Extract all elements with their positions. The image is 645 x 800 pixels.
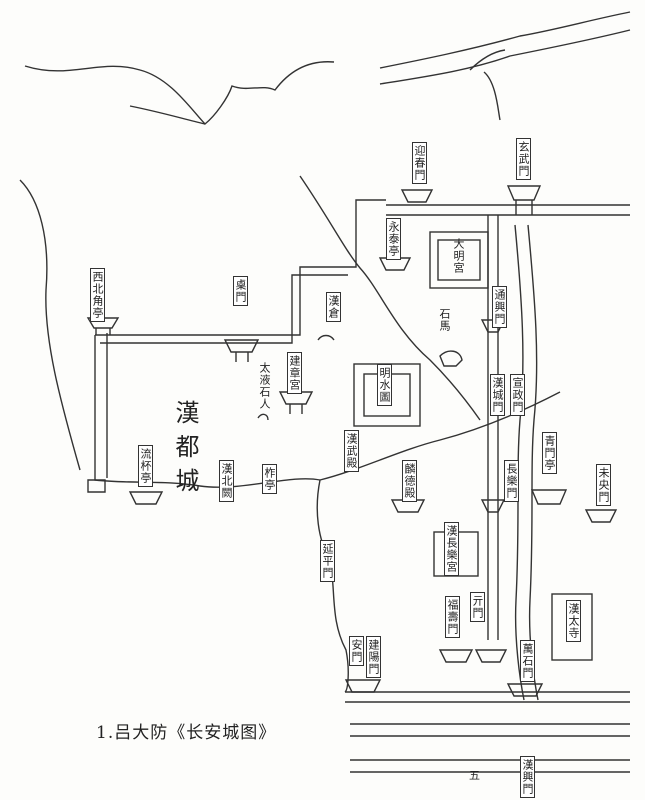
label-chang-le-men: 長樂門 xyxy=(504,460,519,502)
label-fu-shou-men: 福壽門 xyxy=(445,596,460,638)
da-ming-palace-inner xyxy=(437,239,481,281)
river-southwest xyxy=(316,479,349,693)
label-han-chang: 漢倉 xyxy=(326,292,341,322)
label-xuan-wu-men: 玄武門 xyxy=(516,138,531,180)
label-taiyi-shiren: 太液石人 xyxy=(258,362,271,410)
han-gate-block xyxy=(87,479,106,493)
horse-figure xyxy=(439,350,463,367)
label-tong-xing-men: 通興門 xyxy=(492,286,507,328)
label-han-cheng-men: 漢城門 xyxy=(490,374,505,416)
label-liu-cheng-ting: 流杯亭 xyxy=(138,445,153,487)
label-jian-zhang-gong: 建章宮 xyxy=(287,352,302,394)
label-qi-men: 亓門 xyxy=(470,592,485,622)
label-han-du-cheng: 漢都城 xyxy=(171,400,199,502)
da-ming-palace-outer xyxy=(429,231,489,289)
river-north-west xyxy=(24,61,335,125)
river-north-east xyxy=(379,11,631,69)
label-han-xing-men: 漢興門 xyxy=(520,756,535,798)
label-wei-yang-men: 未央門 xyxy=(596,464,611,506)
road-north xyxy=(483,71,501,121)
han-tai-si-outer xyxy=(551,593,593,661)
shrine-small xyxy=(317,334,335,341)
label-an-men: 安門 xyxy=(349,636,364,666)
label-yong-men: 㮚門 xyxy=(233,276,248,306)
han-city-wall xyxy=(94,335,321,488)
label-jian-yang-men: 建陽門 xyxy=(366,636,381,678)
label-ming-shui-tu: 明水圖 xyxy=(377,364,392,406)
river-north-west-bank xyxy=(129,105,206,125)
han-west-edge xyxy=(19,179,81,471)
label-wan-shi-men: 萬石門 xyxy=(520,640,535,682)
river-north-east-bank xyxy=(379,29,631,85)
label-han-chang-le-gong: 漢長樂宮 xyxy=(444,522,459,576)
label-xuan-zheng-men: 宣政門 xyxy=(510,374,525,416)
label-xibei-jiao-ting: 西北角亭 xyxy=(90,268,105,322)
label-qing-men-ting: 青門亭 xyxy=(542,432,557,474)
label-tai-ting: 柞亭 xyxy=(262,464,277,494)
label-han-bei-que: 漢北闕 xyxy=(219,460,234,502)
label-han-wu-tang: 漢武殿 xyxy=(344,430,359,472)
label-han-tai-si: 漢太寺 xyxy=(566,600,581,642)
crack-diagonal xyxy=(299,175,481,421)
gate-pavilions xyxy=(86,185,618,697)
figure-caption: 1.吕大防《长安城图》 xyxy=(96,723,277,743)
label-lin-de-dian: 麟德殿 xyxy=(402,460,417,502)
label-yong-an-ting: 永泰亭 xyxy=(386,218,401,260)
label-wu-mark: 五 xyxy=(469,769,481,782)
label-da-ming-gong: 大明宮 xyxy=(452,238,465,274)
label-yan-ping-men: 延平門 xyxy=(320,540,335,582)
label-ying-chun-men: 迎春門 xyxy=(412,142,427,184)
shrine-small-2 xyxy=(257,413,269,421)
label-shi-ma: 石馬 xyxy=(438,308,451,332)
